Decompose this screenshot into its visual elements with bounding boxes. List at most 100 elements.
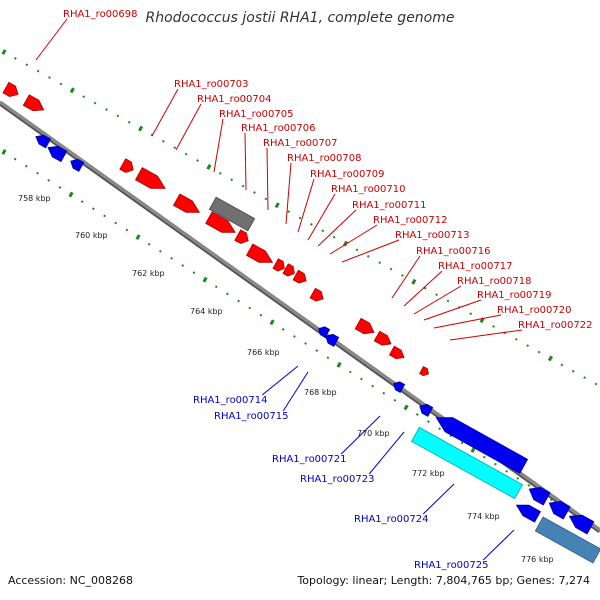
lower-ruler-dot <box>248 306 252 310</box>
upper-gene-label: RHA1_ro00722 <box>518 320 593 331</box>
ruler-tick-label: 760 kbp <box>75 231 108 240</box>
upper-ruler-dot <box>206 164 212 170</box>
reverse-gene-arrow <box>325 333 340 347</box>
upper-ruler-dot <box>184 152 188 156</box>
lower-ruler-dot <box>214 285 218 289</box>
upper-gene-label: RHA1_ro00717 <box>438 261 513 272</box>
upper-gene-label: RHA1_ro00712 <box>373 215 448 226</box>
ruler-tick-label: 770 kbp <box>357 429 390 438</box>
upper-gene-label: RHA1_ro00710 <box>331 184 406 195</box>
lower-ruler-dot <box>505 469 509 473</box>
lower-ruler-dot <box>516 476 520 480</box>
upper-ruler-dot <box>310 223 313 226</box>
lower-ruler-dot <box>170 257 173 260</box>
upper-label-leader <box>213 118 224 173</box>
forward-gene-arrow <box>419 366 429 377</box>
lower-ruler-dot <box>147 242 151 246</box>
upper-ruler-dot <box>241 184 245 188</box>
forward-gene-arrow <box>388 345 405 360</box>
upper-ruler-dot <box>526 344 530 348</box>
upper-ruler-dot <box>411 278 417 285</box>
upper-ruler-dot <box>48 76 51 79</box>
lower-gene-label: RHA1_ro00723 <box>300 474 375 485</box>
lower-ruler-dot <box>494 462 497 466</box>
upper-ruler-dot <box>264 197 268 201</box>
reverse-gene-arrow <box>70 158 85 172</box>
upper-ruler-dot <box>298 216 302 220</box>
upper-label-leader <box>297 178 315 233</box>
accession-text: Accession: NC_008268 <box>8 574 134 587</box>
reverse-gene-arrow <box>393 381 406 393</box>
lower-ruler-dot <box>24 164 28 168</box>
upper-ruler-dot <box>127 120 131 124</box>
upper-ruler-dot <box>105 108 108 111</box>
lower-ruler-dot <box>237 299 240 303</box>
lower-ruler-dot <box>114 221 118 225</box>
lower-ruler-dot <box>91 207 95 211</box>
forward-gene-arrow <box>309 287 324 302</box>
label-leader-lines <box>35 18 523 561</box>
steel-feature-block <box>534 516 600 564</box>
upper-gene-label: RHA1_ro00718 <box>457 276 532 287</box>
forward-gene-arrow <box>2 81 19 98</box>
upper-ruler-dot <box>514 337 518 341</box>
upper-label-leader <box>244 132 247 191</box>
forward-gene-arrow <box>354 317 375 335</box>
upper-gene-label: RHA1_ro00706 <box>241 123 316 134</box>
lower-ruler-dot <box>103 214 106 218</box>
upper-label-leader <box>433 314 502 329</box>
ruler-tick-label: 768 kbp <box>304 388 337 397</box>
lower-ruler-dot <box>460 441 464 445</box>
upper-ruler-dot <box>14 57 17 60</box>
upper-gene-label: RHA1_ro00713 <box>395 230 470 241</box>
cyan-feature-block <box>410 426 524 500</box>
upper-ruler-dot <box>321 229 325 233</box>
upper-label-leader <box>175 103 202 151</box>
upper-gene-label: RHA1_ro00704 <box>197 94 272 105</box>
reverse-gene-arrow <box>568 514 595 535</box>
lower-ruler-dot <box>371 384 374 388</box>
lower-ruler-dot <box>348 370 352 374</box>
lower-gene-label: RHA1_ro00715 <box>214 411 289 422</box>
upper-gene-label: RHA1_ro00719 <box>477 290 552 301</box>
upper-ruler-dot <box>93 101 97 105</box>
upper-gene-label: RHA1_ro00703 <box>174 79 249 90</box>
map-title: Rhodococcus jostii RHA1, complete genome <box>145 10 455 26</box>
topology-text: Topology: linear; Length: 7,804,765 bp; … <box>297 574 590 587</box>
lower-ruler-dot <box>427 420 430 423</box>
upper-ruler-dot <box>571 369 575 373</box>
upper-ruler-dot <box>389 267 393 271</box>
lower-ruler-dot <box>181 264 185 267</box>
upper-label-leader <box>151 88 179 137</box>
lower-gene-label: RHA1_ro00714 <box>193 395 268 406</box>
upper-ruler-dot <box>173 146 177 150</box>
lower-ruler-dot <box>326 356 330 360</box>
lower-ruler-dot <box>281 327 285 331</box>
upper-ruler-dot <box>230 178 234 182</box>
upper-ruler-dot <box>253 191 256 194</box>
upper-label-leader <box>423 299 482 321</box>
lower-ruler-dot <box>135 234 141 241</box>
upper-gene-label: RHA1_ro00716 <box>416 246 491 257</box>
lower-ruler-dot <box>159 249 162 253</box>
forward-gene-arrow <box>205 211 236 233</box>
upper-label-leader <box>35 18 68 61</box>
lower-gene-label: RHA1_ro00724 <box>354 514 429 525</box>
reverse-gene-arrow <box>419 403 434 417</box>
upper-label-leader <box>307 193 336 241</box>
lower-ruler-dot <box>269 319 275 326</box>
lower-ruler-dot <box>482 455 486 459</box>
lower-ruler-dot <box>259 313 263 317</box>
upper-ruler-dot <box>25 63 29 67</box>
forward-gene-arrow <box>234 229 249 244</box>
lower-ruler-dot <box>68 191 74 198</box>
upper-label-leader <box>403 270 443 307</box>
lower-ruler-dot <box>125 228 129 232</box>
upper-ruler-dot <box>82 95 86 99</box>
reverse-gene-arrow <box>435 417 529 474</box>
upper-gene-label: RHA1_ro00707 <box>263 138 338 149</box>
lower-ruler-dot <box>393 398 397 402</box>
forward-gene-arrow <box>292 269 307 284</box>
upper-gene-label: RHA1_ro00709 <box>310 169 385 180</box>
